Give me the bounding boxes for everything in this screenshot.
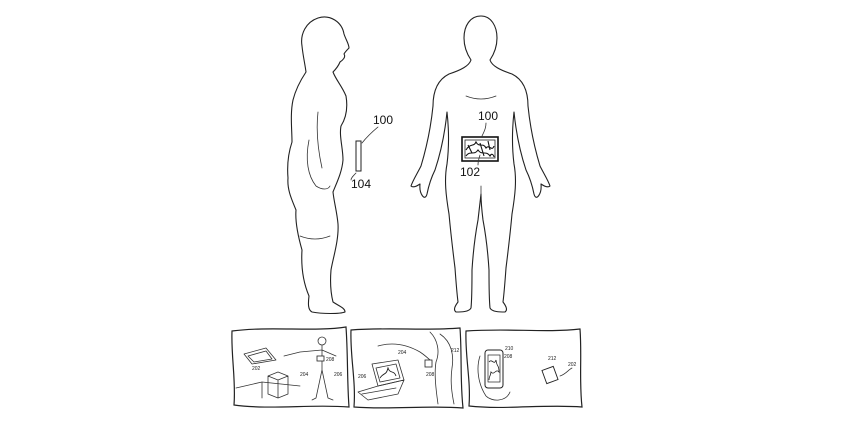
label-104: 104: [351, 177, 371, 191]
panel-1-label-2: 206: [334, 372, 343, 378]
panel-2-label-2: 208: [426, 372, 435, 378]
panel-1-label-3: 208: [326, 357, 335, 363]
label-leader-100-side: [361, 126, 379, 144]
label-102: 102: [460, 165, 480, 179]
label-leader-104: [350, 172, 357, 181]
panel-2: 204 206 208 212: [350, 327, 464, 409]
panel-2-label-1: 206: [358, 374, 367, 380]
panel-1-label-1: 204: [300, 372, 309, 378]
label-leader-102: [477, 154, 481, 166]
front-view-body: [410, 15, 551, 313]
panel-3-label-1: 208: [504, 354, 513, 360]
panel-1: 202 204 206 208: [231, 326, 350, 408]
panel-3: 210 208 212 202: [465, 328, 583, 409]
label-leader-100-front: [481, 122, 487, 137]
panel-3-label-3: 202: [568, 362, 577, 368]
panel-2-label-0: 204: [398, 350, 407, 356]
device-edge-view: [355, 140, 362, 172]
panel-3-label-2: 212: [548, 356, 557, 362]
panel-3-label-0: 210: [505, 346, 514, 352]
side-view-body: [287, 16, 350, 315]
label-100-side: 100: [373, 113, 393, 127]
label-100-front: 100: [478, 109, 498, 123]
panel-1-label-0: 202: [252, 366, 261, 372]
panel-2-label-3: 212: [451, 348, 460, 354]
device-screen: [461, 136, 499, 162]
